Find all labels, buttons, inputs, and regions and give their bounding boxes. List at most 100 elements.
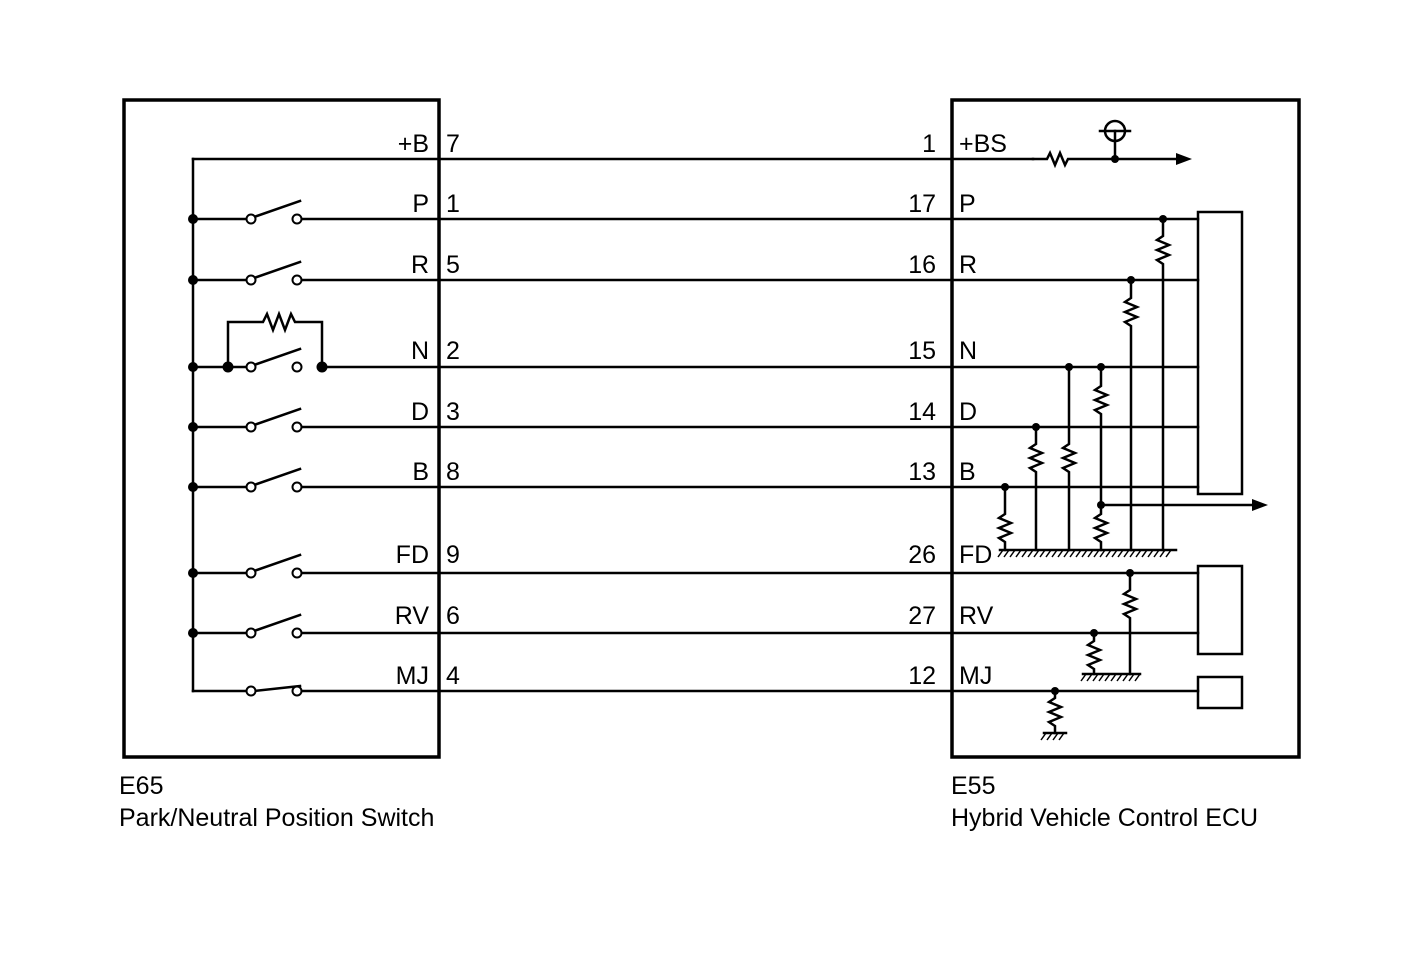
e55-caption: E55 Hybrid Vehicle Control ECU: [951, 770, 1258, 834]
e55-pin-bs: 1: [922, 130, 936, 158]
ground-hatch-mark: [1134, 673, 1141, 682]
e55-label-n: N: [959, 337, 977, 365]
e55-pin-rv: 27: [908, 602, 936, 630]
switch-blades: [252, 199, 302, 693]
e65-component-name: Park/Neutral Position Switch: [119, 804, 435, 832]
e65-label-fd: FD: [396, 541, 429, 569]
ground-hatch-mark: [1052, 732, 1059, 741]
e65-pin-r: 5: [446, 251, 460, 279]
ground-hatch-mark: [1105, 549, 1112, 558]
switch-bmode: [252, 467, 302, 487]
ground-hatch-mark: [1117, 549, 1124, 558]
ground-hatch-mark: [1009, 549, 1016, 558]
ground-hatch-mark: [1087, 549, 1094, 558]
e55-label-rv: RV: [959, 602, 994, 630]
ground-hatch-mark: [1110, 673, 1117, 682]
e65-pin-p: 1: [446, 190, 460, 218]
ground-hatch-mark: [1051, 549, 1058, 558]
e65-pin-b: 7: [446, 130, 460, 158]
switch-n: [252, 347, 302, 367]
e55-pin-r: 16: [908, 251, 936, 279]
ground-hatch-mark: [1069, 549, 1076, 558]
switch-r: [252, 260, 302, 280]
signal-wires: [191, 157, 1200, 693]
ground-hatches: [997, 549, 1172, 741]
e55-pin-bmode: 13: [908, 458, 936, 486]
ground-hatch-mark: [1015, 549, 1022, 558]
ground-hatch-mark: [1116, 673, 1123, 682]
e65-label-rv: RV: [395, 602, 430, 630]
e65-pin-labels: +B 7 P 1 R 5 N 2 D 3 B 8 FD 9 RV 6 MJ 4: [395, 130, 460, 690]
ground-hatch-mark: [1081, 549, 1088, 558]
e65-label-mj: MJ: [396, 662, 429, 690]
e55-connector-code: E55: [951, 772, 996, 800]
e55-pin-labels: 1 +BS 17 P 16 R 15 N 14 D 13 B 26 FD 27 …: [908, 130, 1007, 690]
switch-fd: [252, 553, 302, 573]
e55-pin-n: 15: [908, 337, 936, 365]
ground-hatch-mark: [1147, 549, 1154, 558]
e55-label-r: R: [959, 251, 977, 279]
e55-ecu-box: [950, 98, 1301, 759]
bs-arrow-icon: [1176, 153, 1192, 165]
ground-hatch-mark: [1123, 549, 1130, 558]
e65-connector-code: E65: [119, 772, 164, 800]
e55-label-p: P: [959, 190, 976, 218]
switch-p: [252, 199, 302, 219]
ground-hatch-mark: [1075, 549, 1082, 558]
e65-pin-fd: 9: [446, 541, 460, 569]
e55-label-bmode: B: [959, 458, 976, 486]
e65-switch-box: [122, 98, 441, 759]
e65-label-n: N: [411, 337, 429, 365]
ground-hatch-mark: [1104, 673, 1111, 682]
ground-hatch-mark: [1159, 549, 1166, 558]
e65-label-b: +B: [398, 130, 429, 158]
e65-pin-mj: 4: [446, 662, 460, 690]
e65-label-d: D: [411, 398, 429, 426]
ground-hatch-mark: [1099, 549, 1106, 558]
switch-d: [252, 407, 302, 427]
e55-label-fd: FD: [959, 541, 992, 569]
ground-hatch-mark: [1027, 549, 1034, 558]
ground-hatch-mark: [1111, 549, 1118, 558]
switch-rv: [252, 613, 302, 633]
e55-label-bs: +BS: [959, 130, 1007, 158]
junction-dots: [188, 155, 1167, 695]
e65-pin-rv: 6: [446, 602, 460, 630]
e55-pin-d: 14: [908, 398, 936, 426]
bs-resistor: [1031, 149, 1178, 169]
e65-pin-n: 2: [446, 337, 460, 365]
ground-hatch-mark: [1003, 549, 1010, 558]
ground-hatch-mark: [1093, 549, 1100, 558]
e55-label-mj: MJ: [959, 662, 992, 690]
ground-hatch-mark: [1058, 732, 1065, 741]
ground-hatch-mark: [1045, 549, 1052, 558]
e65-caption: E65 Park/Neutral Position Switch: [119, 770, 434, 834]
e55-label-d: D: [959, 398, 977, 426]
ground-hatch-mark: [1040, 732, 1047, 741]
ground-hatch-mark: [1098, 673, 1105, 682]
ecu-logic-block-2: [1196, 564, 1244, 656]
ground-hatch-mark: [1033, 549, 1040, 558]
ecu-resistor-network: [995, 217, 1173, 735]
ground-hatch-mark: [1021, 549, 1028, 558]
e65-label-r: R: [411, 251, 429, 279]
e55-pin-p: 17: [908, 190, 936, 218]
ground-hatch-mark: [1153, 549, 1160, 558]
ground-hatch-mark: [1141, 549, 1148, 558]
switch-feeders: [191, 217, 250, 693]
e55-pin-mj: 12: [908, 662, 936, 690]
ground-hatch-mark: [1128, 673, 1135, 682]
ground-hatch-mark: [1135, 549, 1142, 558]
switch-contacts: [245, 213, 303, 697]
ground-hatch-mark: [997, 549, 1004, 558]
ground-hatch-mark: [1092, 673, 1099, 682]
ground-hatch-mark: [1057, 549, 1064, 558]
ground-hatch-mark: [1080, 673, 1087, 682]
ground-hatch-mark: [1122, 673, 1129, 682]
e65-label-p: P: [412, 190, 429, 218]
e55-pin-fd: 26: [908, 541, 936, 569]
ground-hatch-mark: [1046, 732, 1053, 741]
ecu-logic-block-1: [1196, 210, 1244, 496]
e65-label-bmode: B: [412, 458, 429, 486]
